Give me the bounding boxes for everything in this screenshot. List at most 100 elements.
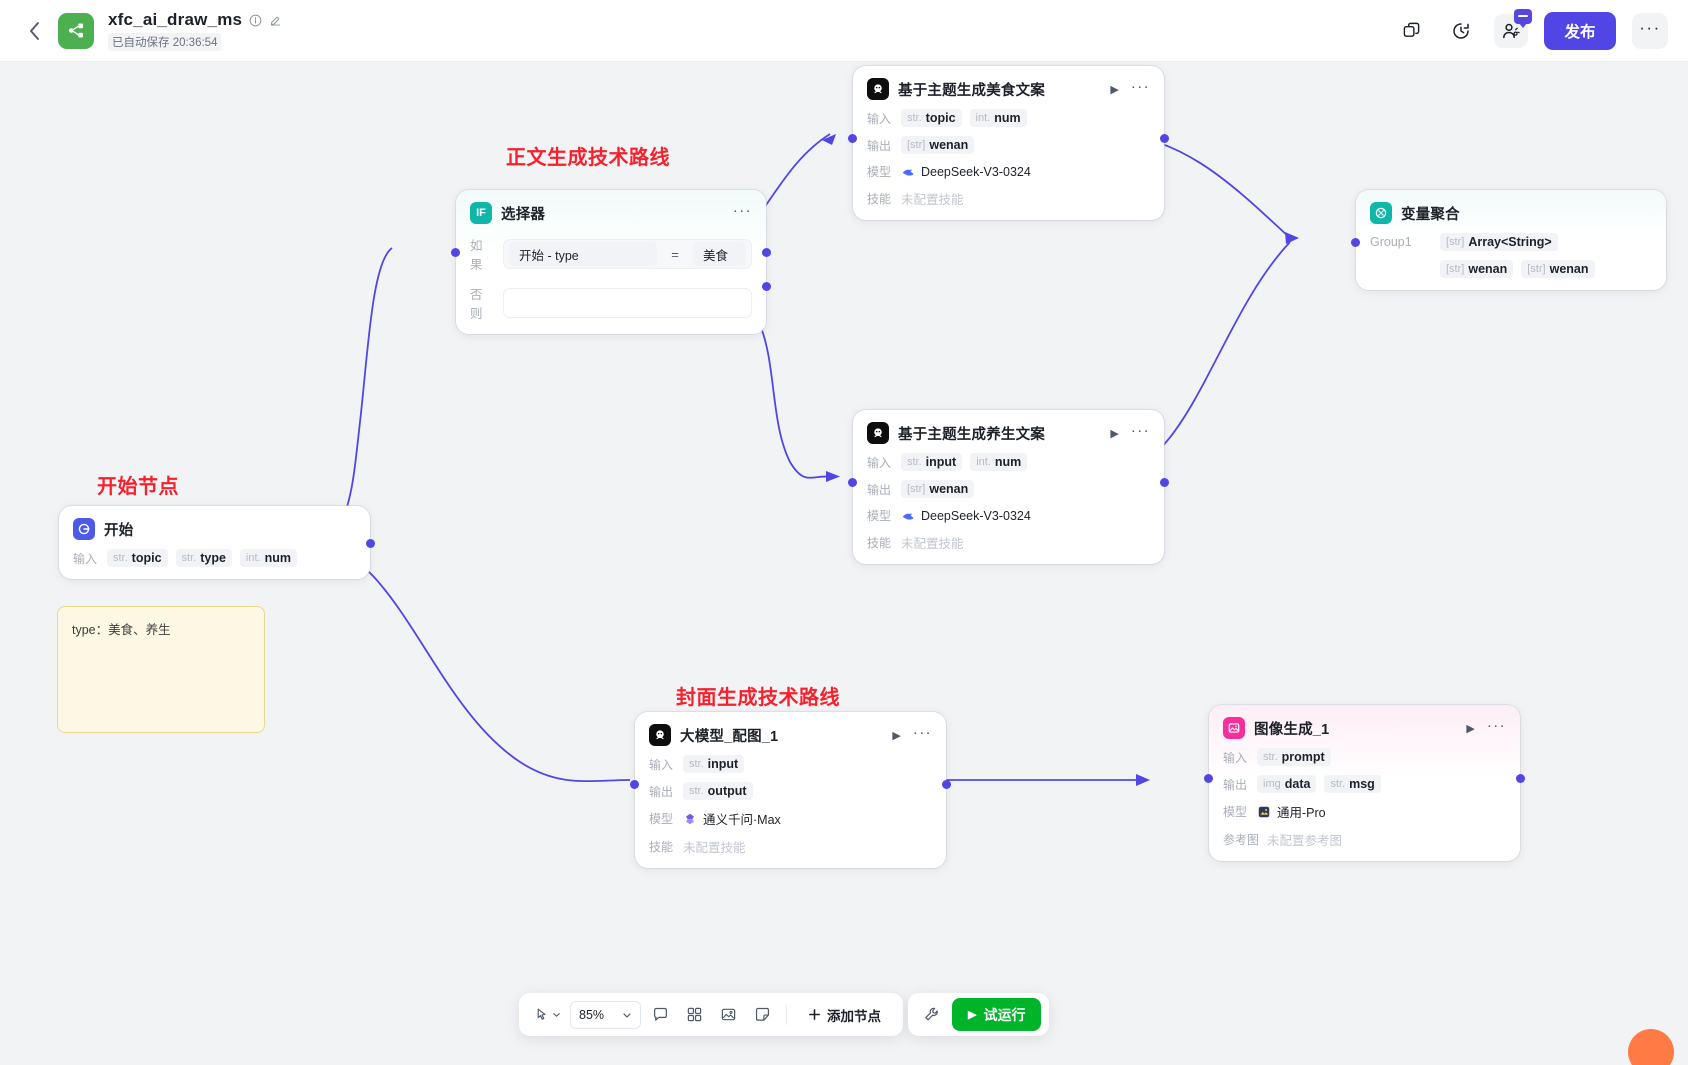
port-output[interactable] (366, 539, 375, 548)
zoom-level-value: 85% (579, 1007, 605, 1022)
node-selector-title: 选择器 (501, 206, 546, 223)
settings-wrench-button[interactable] (916, 1000, 946, 1030)
node-selector[interactable]: IF 选择器 ··· 如果 开始 - type = 美食 否则 (451, 190, 771, 334)
condition-operator[interactable]: = (671, 246, 679, 262)
llm-node-icon (867, 78, 889, 100)
more-horizontal-icon[interactable]: ··· (1632, 12, 1668, 49)
port-output[interactable] (1160, 134, 1169, 143)
node-start-title: 开始 (104, 522, 134, 539)
chevron-down-icon (553, 1013, 560, 1017)
workflow-canvas[interactable]: 正文生成技术路线 开始节点 封面生成技术路线 开始 输入 str.topic s… (0, 62, 1688, 1065)
sticky-note[interactable]: type：美食、养生 (57, 606, 265, 733)
chevron-down-icon (623, 1012, 631, 1018)
port-output[interactable] (942, 780, 951, 789)
comment-icon (653, 1007, 667, 1021)
edit-pencil-icon[interactable] (269, 14, 282, 27)
node-llm-health[interactable]: 基于主题生成养生文案 ▶ ··· 输入 str.input int.num 输出… (848, 410, 1169, 564)
annotation-start-node: 开始节点 (97, 476, 179, 498)
node-llm-health-title: 基于主题生成养生文案 (898, 426, 1045, 443)
model-label: 模型 (867, 165, 892, 179)
port-output[interactable] (1160, 478, 1169, 487)
app-header: xfc_ai_draw_ms 已自动保存 20:36:54 发布 (0, 0, 1688, 62)
more-horizontal-icon[interactable]: ··· (1130, 78, 1150, 95)
input-chip-num: int.num (969, 109, 1027, 127)
deepseek-icon (902, 512, 914, 520)
model-name: DeepSeek-V3-0324 (921, 508, 1031, 523)
info-circle-icon[interactable] (249, 14, 262, 27)
type-tag: str. (1263, 751, 1278, 763)
model-value: 通义千问·Max (683, 809, 781, 828)
type-tag: str. (181, 552, 197, 564)
port-output[interactable] (1516, 774, 1525, 783)
var-name: num (994, 455, 1022, 469)
var-name: prompt (1281, 750, 1325, 764)
more-horizontal-icon[interactable]: ··· (912, 724, 932, 741)
help-assistant-button[interactable] (1628, 1029, 1674, 1065)
publish-button[interactable]: 发布 (1544, 11, 1616, 50)
if-label: 如果 (470, 239, 483, 272)
comment-button[interactable] (645, 1000, 675, 1030)
port-output-else[interactable] (762, 282, 771, 291)
grid-layout-button[interactable] (679, 1000, 709, 1030)
play-icon[interactable]: ▶ (1110, 427, 1119, 440)
type-tag: int. (975, 112, 991, 124)
port-input[interactable] (848, 134, 857, 143)
condition-box[interactable]: 开始 - type = 美食 (503, 239, 752, 269)
type-tag: str. (689, 785, 704, 797)
llm-node-icon (867, 422, 889, 444)
more-horizontal-icon[interactable]: ··· (1130, 422, 1150, 439)
output-label: 输出 (649, 784, 674, 799)
variable-aggregate-icon (1370, 202, 1392, 224)
more-horizontal-icon[interactable]: ··· (1486, 717, 1506, 734)
var-name: type (200, 551, 226, 565)
collaborators-icon[interactable] (1494, 8, 1532, 48)
node-selector-actions: ··· (733, 202, 752, 224)
cursor-pointer-icon (537, 1008, 546, 1020)
zoom-level-select[interactable]: 85% (570, 1000, 642, 1029)
node-llm-cover[interactable]: 大模型_配图_1 ▶ ··· 输入 str.input 输出 str.outpu… (630, 712, 951, 868)
image-button[interactable] (713, 1000, 743, 1030)
type-tag: [str] (1527, 263, 1546, 275)
var-name: wenan (1549, 262, 1589, 276)
more-horizontal-icon[interactable]: ··· (732, 202, 752, 219)
model-label: 模型 (649, 812, 674, 826)
port-input[interactable] (1351, 238, 1360, 247)
test-run-button[interactable]: ▶ 试运行 (952, 998, 1042, 1031)
var-name: input (925, 455, 957, 469)
input-label: 输入 (649, 757, 674, 772)
duplicate-icon[interactable] (1394, 14, 1428, 48)
group-type: Array<String> (1468, 235, 1552, 249)
collaborator-badge (1514, 8, 1532, 28)
test-run-label: 试运行 (983, 1006, 1026, 1023)
group-label: Group1 (1370, 235, 1412, 249)
port-input[interactable] (1204, 774, 1213, 783)
add-node-label: 添加节点 (827, 1008, 882, 1024)
history-clock-icon[interactable] (1444, 14, 1478, 48)
input-label: 输入 (867, 111, 892, 126)
sticky-note-button[interactable] (747, 1000, 777, 1030)
play-icon[interactable]: ▶ (1110, 83, 1119, 96)
node-llm-food[interactable]: 基于主题生成美食文案 ▶ ··· 输入 str.topic int.num 输出… (848, 66, 1169, 220)
node-variable-aggregate[interactable]: 变量聚合 Group1 [str]Array<String> [str]wena… (1351, 190, 1666, 290)
input-chip-num: int.num (239, 549, 297, 567)
back-button[interactable] (20, 17, 48, 45)
port-input[interactable] (630, 780, 639, 789)
play-icon[interactable]: ▶ (892, 729, 901, 742)
play-icon[interactable]: ▶ (1466, 722, 1475, 735)
node-start[interactable]: 开始 输入 str.topic str.type int.num (59, 506, 375, 579)
cursor-tool-button[interactable] (529, 1000, 566, 1030)
port-input[interactable] (451, 248, 460, 257)
llm-node-icon (649, 724, 671, 746)
port-input[interactable] (848, 478, 857, 487)
condition-variable[interactable]: 开始 - type (509, 242, 657, 266)
skill-label: 技能 (867, 536, 892, 550)
input-chip-type: str.type (175, 549, 232, 567)
add-node-button[interactable]: 添加节点 (796, 1000, 893, 1030)
else-box[interactable] (503, 288, 752, 318)
condition-value[interactable]: 美食 (693, 242, 746, 266)
port-output-if[interactable] (762, 248, 771, 257)
llm-food-inputs: 输入 str.topic int.num (867, 109, 1150, 127)
type-tag: str. (907, 112, 922, 124)
